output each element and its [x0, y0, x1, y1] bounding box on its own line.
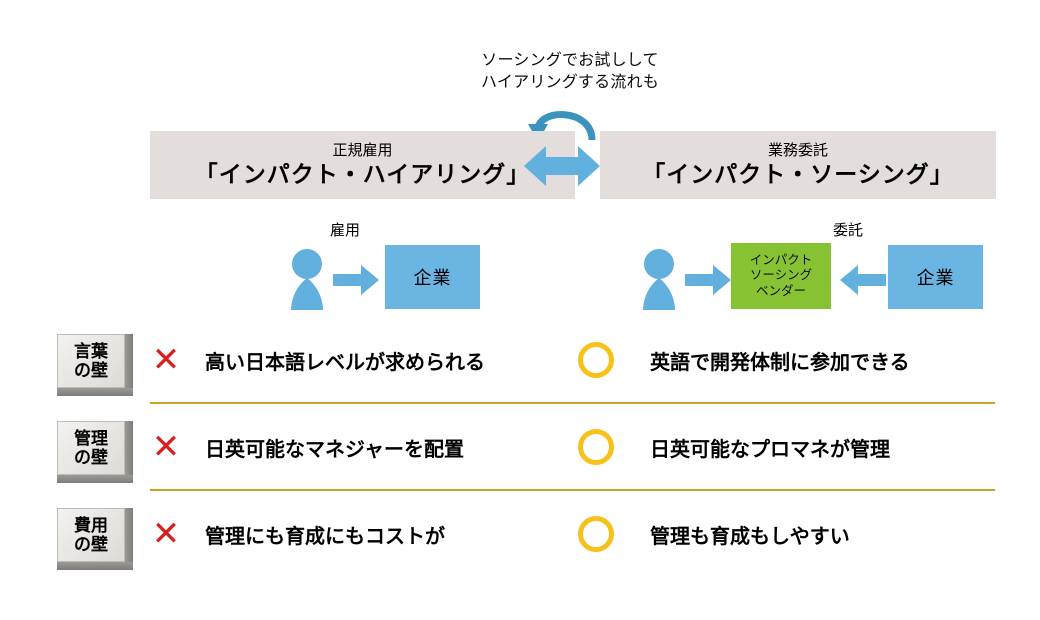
vendor-line-1: インパクト — [749, 252, 813, 267]
row-text-right: 日英可能なプロマネが管理 — [650, 438, 890, 461]
row-text-right: 管理も育成もしやすい — [650, 525, 850, 548]
header-subtitle-left: 正規雇用 — [332, 141, 393, 159]
row-divider — [150, 402, 995, 404]
barrier-line-2: の壁 — [74, 448, 108, 467]
barrier-label: 言葉 の壁 — [57, 334, 133, 396]
barrier-bevel-bottom — [57, 388, 133, 396]
barrier-line-2: の壁 — [74, 535, 108, 554]
row-text-left: 管理にも育成にもコストが — [205, 525, 445, 548]
circle-mark-icon — [578, 342, 614, 378]
row-divider — [150, 489, 995, 491]
row-text-right: 英語で開発体制に参加できる — [650, 351, 910, 374]
barrier-face: 言葉 の壁 — [57, 334, 125, 388]
vendor-box: インパクト ソーシング ベンダー — [731, 243, 831, 309]
top-annotation-text: ソーシングでお試しして ハイアリングする流れも — [481, 52, 659, 91]
barrier-bevel-right — [125, 421, 133, 475]
header-title-right: 「インパクト・ソーシング」 — [642, 160, 954, 187]
barrier-bevel-right — [125, 334, 133, 388]
flow-label-right: 委託 — [833, 222, 864, 239]
barrier-bevel-bottom — [57, 475, 133, 483]
company-box-left-label: 企業 — [413, 268, 452, 288]
comparison-row: 管理 の壁 ✕ 日英可能なマネジャーを配置 日英可能なプロマネが管理 — [0, 415, 1040, 499]
right-arrow-icon — [333, 265, 379, 295]
left-arrow-icon — [840, 265, 886, 295]
company-box-right-label: 企業 — [916, 268, 955, 288]
barrier-face: 管理 の壁 — [57, 421, 125, 475]
comparison-row: 費用 の壁 ✕ 管理にも育成にもコストが 管理も育成もしやすい — [0, 502, 1040, 586]
barrier-bevel-right — [125, 508, 133, 562]
circle-mark-icon — [578, 429, 614, 465]
comparison-row: 言葉 の壁 ✕ 高い日本語レベルが求められる 英語で開発体制に参加できる — [0, 328, 1040, 412]
vendor-line-3: ベンダー — [755, 283, 806, 298]
barrier-line-1: 費用 — [74, 515, 108, 535]
company-box-right: 企業 — [888, 245, 983, 309]
person-icon — [643, 249, 675, 310]
barrier-label: 管理 の壁 — [57, 421, 133, 483]
header-subtitle-right: 業務委託 — [767, 141, 828, 159]
header-title-left: 「インパクト・ハイアリング」 — [194, 160, 531, 187]
vendor-line-2: ソーシング — [749, 268, 813, 283]
barrier-label: 費用 の壁 — [57, 508, 133, 570]
cross-mark-icon: ✕ — [151, 515, 181, 553]
header-band-right: 業務委託 「インパクト・ソーシング」 — [600, 131, 996, 199]
barrier-line-2: の壁 — [74, 361, 108, 380]
cross-mark-icon: ✕ — [151, 428, 181, 466]
row-text-left: 日英可能なマネジャーを配置 — [205, 438, 464, 461]
right-arrow-icon — [685, 265, 731, 295]
flow-label-left: 雇用 — [330, 222, 361, 239]
barrier-face: 費用 の壁 — [57, 508, 125, 562]
barrier-line-1: 言葉 — [74, 341, 108, 361]
cross-mark-icon: ✕ — [151, 341, 181, 379]
person-icon — [291, 249, 323, 310]
circle-mark-icon — [578, 516, 614, 552]
header-band-left: 正規雇用 「インパクト・ハイアリング」 — [150, 131, 575, 199]
barrier-bevel-bottom — [57, 562, 133, 570]
barrier-line-1: 管理 — [74, 428, 108, 448]
row-text-left: 高い日本語レベルが求められる — [205, 351, 485, 374]
company-box-left: 企業 — [385, 245, 480, 309]
double-headed-arrow-icon — [524, 146, 600, 186]
